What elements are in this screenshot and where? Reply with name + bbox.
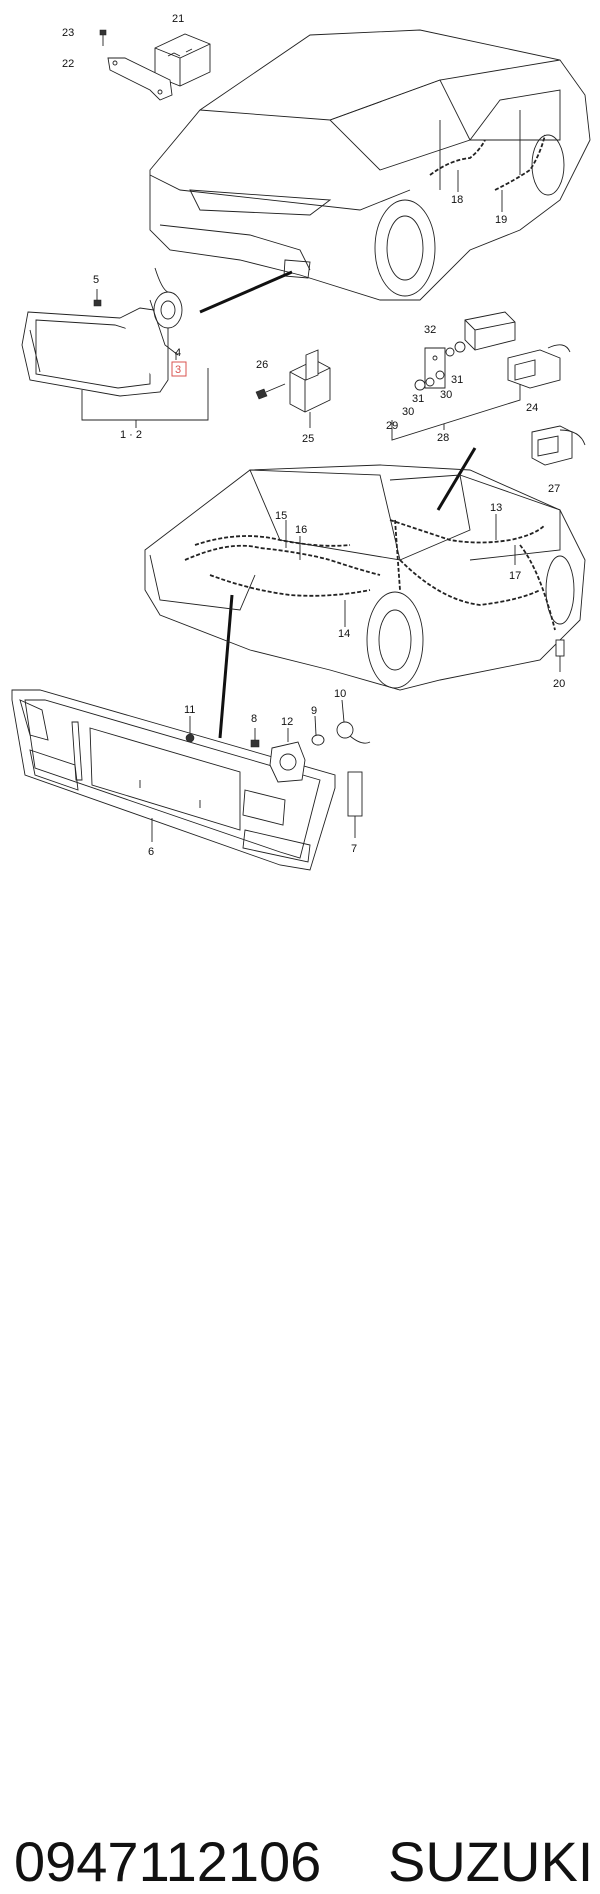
callout-27: 27 bbox=[548, 483, 560, 495]
callout-13: 13 bbox=[490, 502, 502, 514]
part-number: 0947112106 bbox=[14, 1830, 322, 1893]
socket-10-part bbox=[336, 699, 371, 744]
callout-6: 6 bbox=[148, 846, 154, 858]
callout-22: 22 bbox=[62, 58, 74, 70]
callout-25: 25 bbox=[302, 433, 314, 445]
callout-17: 17 bbox=[509, 570, 521, 582]
front-door-wiring bbox=[429, 134, 546, 212]
fog-lamp-part bbox=[21, 267, 183, 397]
callout-32: 32 bbox=[424, 324, 436, 336]
main-wiring-harness bbox=[184, 519, 556, 631]
callout-9: 9 bbox=[311, 705, 317, 717]
parts-diagram: 21 23 22 18 19 5 4 3 1 · 2 26 25 32 31 3… bbox=[11, 13, 591, 871]
pointer-foglamp bbox=[199, 270, 293, 314]
callout-10: 10 bbox=[334, 688, 346, 700]
callout-7: 7 bbox=[351, 843, 357, 855]
gasket-12-part bbox=[269, 728, 306, 783]
pointer-garnish bbox=[218, 594, 234, 739]
fog-lamp-screw bbox=[93, 289, 102, 307]
screw-part bbox=[99, 29, 107, 46]
callout-31a: 31 bbox=[451, 374, 463, 386]
brand-name: SUZUKI bbox=[388, 1830, 594, 1893]
callout-8: 8 bbox=[251, 713, 257, 725]
nut-11-part bbox=[185, 716, 195, 743]
callout-29: 29 bbox=[386, 420, 398, 432]
callout-30b: 30 bbox=[402, 406, 414, 418]
callout-31b: 31 bbox=[412, 393, 424, 405]
caption-area: 0947112106 SUZUKI bbox=[0, 885, 600, 1893]
callout-14: 14 bbox=[338, 628, 350, 640]
rear-garnish-part bbox=[11, 689, 336, 871]
relay-part bbox=[289, 349, 331, 428]
callout-1-2: 1 · 2 bbox=[120, 429, 142, 441]
callout-16: 16 bbox=[295, 524, 307, 536]
bracket-part bbox=[107, 57, 173, 101]
bulb-9-part bbox=[311, 715, 325, 746]
switch-27-part bbox=[531, 425, 586, 466]
callout-12: 12 bbox=[281, 716, 293, 728]
pointer-harness bbox=[436, 447, 477, 511]
callout-11: 11 bbox=[184, 704, 195, 716]
bulb-7-part bbox=[347, 771, 363, 838]
switch-24-part bbox=[507, 344, 571, 389]
callout-30a: 30 bbox=[440, 389, 452, 401]
callout-24: 24 bbox=[526, 402, 538, 414]
front-car-illustration bbox=[149, 29, 591, 301]
screw-8-part bbox=[250, 728, 260, 748]
callout-26: 26 bbox=[256, 359, 268, 371]
callout-28: 28 bbox=[437, 432, 449, 444]
callout-4: 4 bbox=[175, 347, 181, 359]
callout-19: 19 bbox=[495, 214, 507, 226]
callout-21: 21 bbox=[172, 13, 184, 25]
clip-set-part bbox=[391, 311, 521, 441]
callout-18: 18 bbox=[451, 194, 463, 206]
callout-3: 3 bbox=[175, 364, 181, 376]
connector-20-part bbox=[555, 639, 565, 657]
screw-26-part bbox=[255, 383, 286, 400]
callout-3-highlight bbox=[171, 361, 187, 377]
callout-15: 15 bbox=[275, 510, 287, 522]
callout-20: 20 bbox=[553, 678, 565, 690]
callout-5: 5 bbox=[93, 274, 99, 286]
callout-23: 23 bbox=[62, 27, 74, 39]
